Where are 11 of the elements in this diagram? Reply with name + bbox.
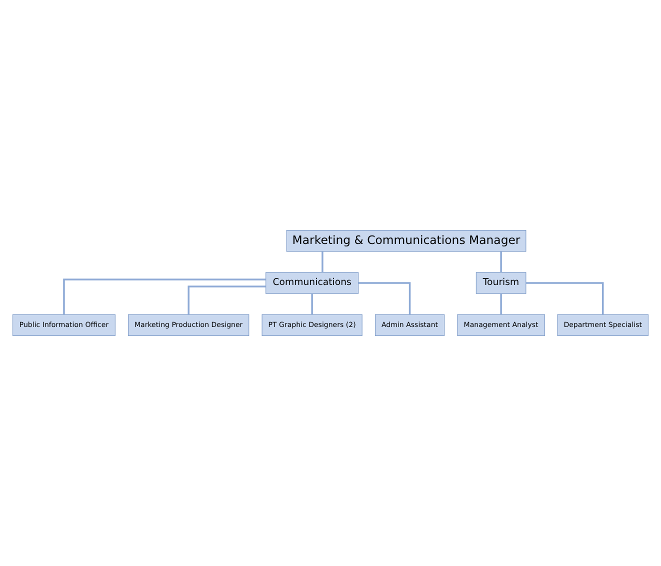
connector (63, 278, 266, 315)
connector (500, 294, 502, 314)
node-box: Marketing & Communications Manager (286, 230, 526, 252)
connector (311, 294, 313, 314)
connector (500, 252, 502, 272)
connector (526, 282, 604, 314)
connector (358, 282, 411, 314)
node-box: Communications (266, 272, 359, 294)
connector (322, 252, 324, 272)
node-box: Tourism (476, 272, 526, 294)
connector (188, 286, 266, 315)
